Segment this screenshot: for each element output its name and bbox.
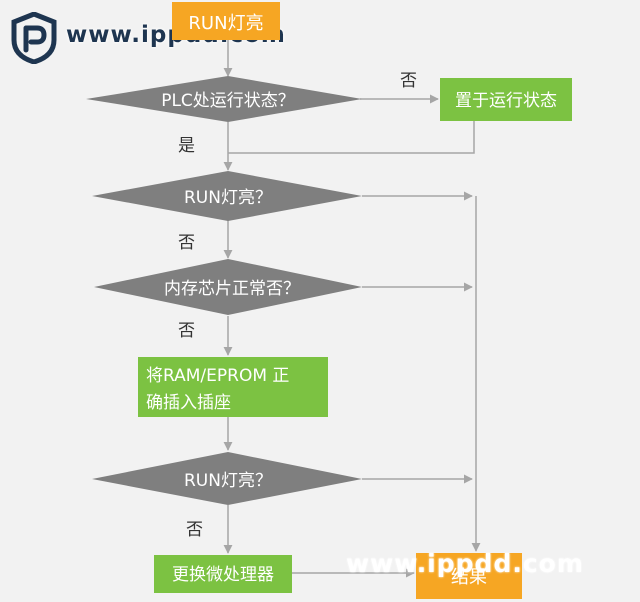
- start-label: RUN灯亮: [188, 13, 263, 34]
- process-insert-chip-line1: 将RAM/EPROM 正: [146, 366, 289, 386]
- decision-run-lit-2-label: RUN灯亮？: [184, 471, 272, 491]
- process-set-running: 置于运行状态: [440, 78, 572, 121]
- decision-run-lit-2: RUN灯亮？: [92, 452, 362, 505]
- decision-plc-running: PLC处运行状态？: [86, 76, 362, 122]
- edge-label-no-3: 否: [178, 321, 195, 341]
- process-insert-chip-line2: 确插入插座: [146, 393, 231, 413]
- start-terminal: RUN灯亮: [172, 2, 280, 40]
- edge-label-no-1: 否: [400, 71, 417, 91]
- process-replace-cpu: 更换微处理器: [154, 555, 292, 593]
- decision-memory-ok: 内存芯片正常否？: [94, 259, 362, 315]
- edge-set-running-return: [228, 121, 475, 154]
- decision-run-lit-1: RUN灯亮？: [92, 171, 362, 221]
- ippdd-logo-icon: [11, 12, 57, 64]
- process-replace-cpu-label: 更换微处理器: [172, 565, 274, 585]
- edge-label-no-2: 否: [178, 233, 195, 253]
- end-label: 结果: [451, 567, 487, 588]
- edge-label-no-4: 否: [186, 520, 203, 540]
- process-set-running-label: 置于运行状态: [455, 91, 557, 111]
- watermark-bottom: www.ippdd.com: [346, 549, 584, 578]
- decision-plc-running-label: PLC处运行状态？: [161, 91, 295, 111]
- decision-run-lit-1-label: RUN灯亮？: [184, 188, 272, 208]
- process-insert-chip: 将RAM/EPROM 正 确插入插座: [138, 357, 328, 417]
- decision-memory-ok-label: 内存芯片正常否？: [164, 279, 300, 299]
- edge-label-yes-1: 是: [178, 136, 195, 156]
- end-terminal: 结果: [416, 553, 522, 599]
